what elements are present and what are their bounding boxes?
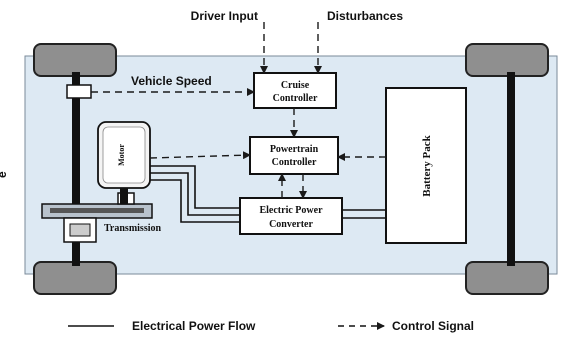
legend-electrical-power-flow: Electrical Power Flow: [132, 319, 256, 333]
cruise-controller-label-line1: Cruise: [281, 80, 310, 91]
battery-pack-block: [385, 87, 467, 244]
left-edge-fragment: e: [0, 171, 9, 178]
wheel-rear-right: [465, 261, 549, 295]
motor: [97, 121, 151, 204]
speed-sensor: [66, 84, 92, 99]
axle-right: [507, 72, 515, 266]
legend: Electrical Power Flow Control Signal: [68, 319, 474, 333]
electric-power-converter-block: [239, 197, 343, 235]
transmission-assembly: [41, 192, 153, 243]
disturbances-label: Disturbances: [327, 9, 403, 23]
axle-left: [72, 72, 80, 266]
electrical-power-lines: [150, 165, 386, 223]
wheel-front-left: [33, 43, 117, 77]
powertrain-controller-block: [249, 136, 339, 175]
cruise-controller-label-line2: Controller: [273, 93, 318, 104]
legend-control-signal: Control Signal: [392, 319, 474, 333]
wheel-front-right: [465, 43, 549, 77]
wheel-rear-left: [33, 261, 117, 295]
transmission-label: Transmission: [104, 223, 161, 234]
powertrain-controller-label-line2: Controller: [272, 157, 317, 168]
electric-power-converter-label-line1: Electric Power: [259, 205, 323, 216]
motor-label: Motor: [117, 144, 126, 166]
powertrain-controller-label-line1: Powertrain: [270, 144, 319, 155]
driver-input-label: Driver Input: [191, 9, 258, 23]
battery-pack-label: Battery Pack: [421, 134, 433, 196]
electric-power-converter-label-line2: Converter: [269, 219, 313, 230]
vehicle-speed-label: Vehicle Speed: [131, 74, 212, 88]
control-signal-lines: [91, 22, 386, 199]
